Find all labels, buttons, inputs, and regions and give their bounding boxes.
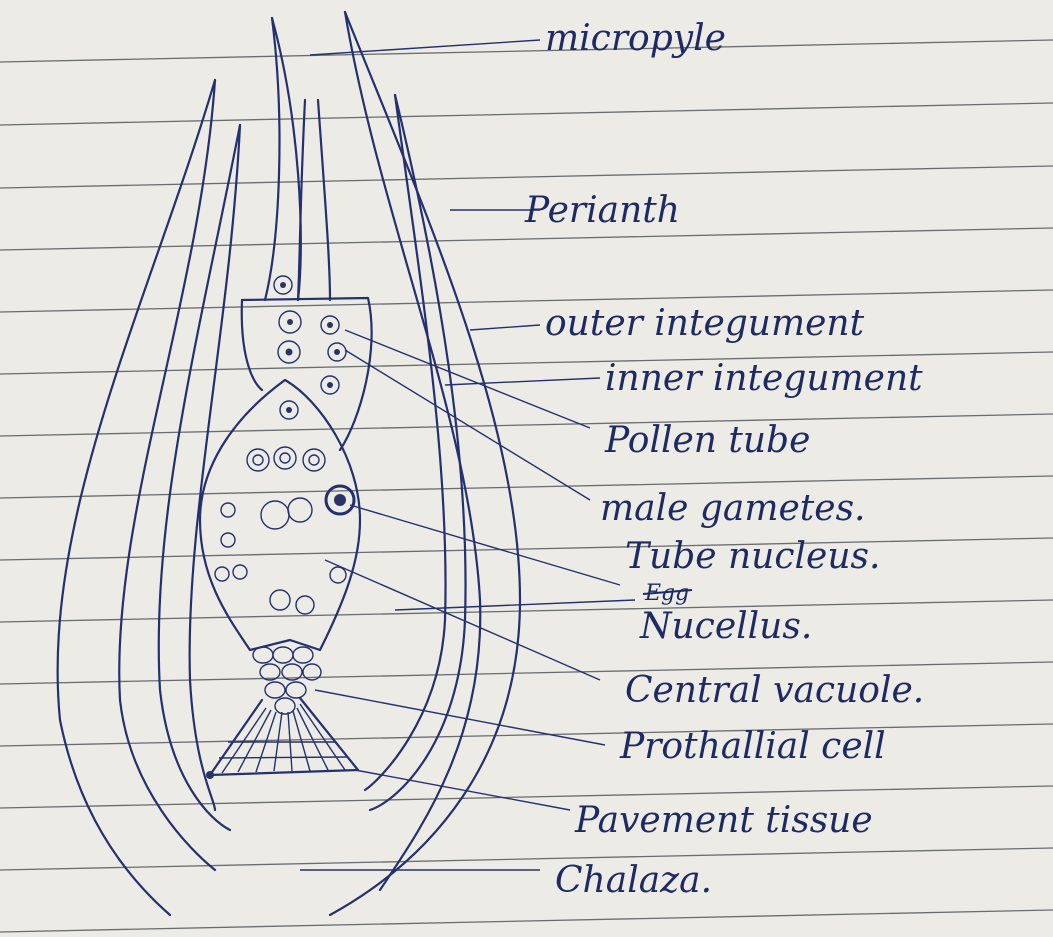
label-prothallial-cell: Prothallial cell	[619, 726, 886, 767]
label-chalaza: Chalaza.	[555, 860, 712, 901]
perianth-layers	[58, 12, 520, 915]
outer-integument-shape	[159, 95, 466, 830]
label-tube-nucleus: Tube nucleus.	[625, 536, 880, 577]
pollen-tube-cells	[274, 276, 346, 394]
female-gametophyte	[200, 380, 360, 650]
notebook-ruling	[0, 40, 1053, 932]
label-pollen-tube: Pollen tube	[604, 420, 810, 461]
leader-lines	[300, 40, 635, 870]
inner-integument-shape	[242, 18, 372, 450]
label-inner-integument: inner integument	[605, 358, 923, 399]
label-micropyle: micropyle	[545, 18, 726, 59]
prothallial-cluster	[253, 647, 321, 714]
labels: micropyle Perianth outer integument inne…	[524, 18, 924, 901]
label-male-gametes: male gametes.	[600, 488, 866, 529]
label-perianth: Perianth	[524, 190, 680, 231]
label-pavement-tissue: Pavement tissue	[574, 800, 873, 841]
label-nucellus: Nucellus.	[639, 606, 812, 647]
label-central-vacuole: Central vacuole.	[625, 670, 924, 711]
label-outer-integument: outer integument	[545, 303, 865, 344]
